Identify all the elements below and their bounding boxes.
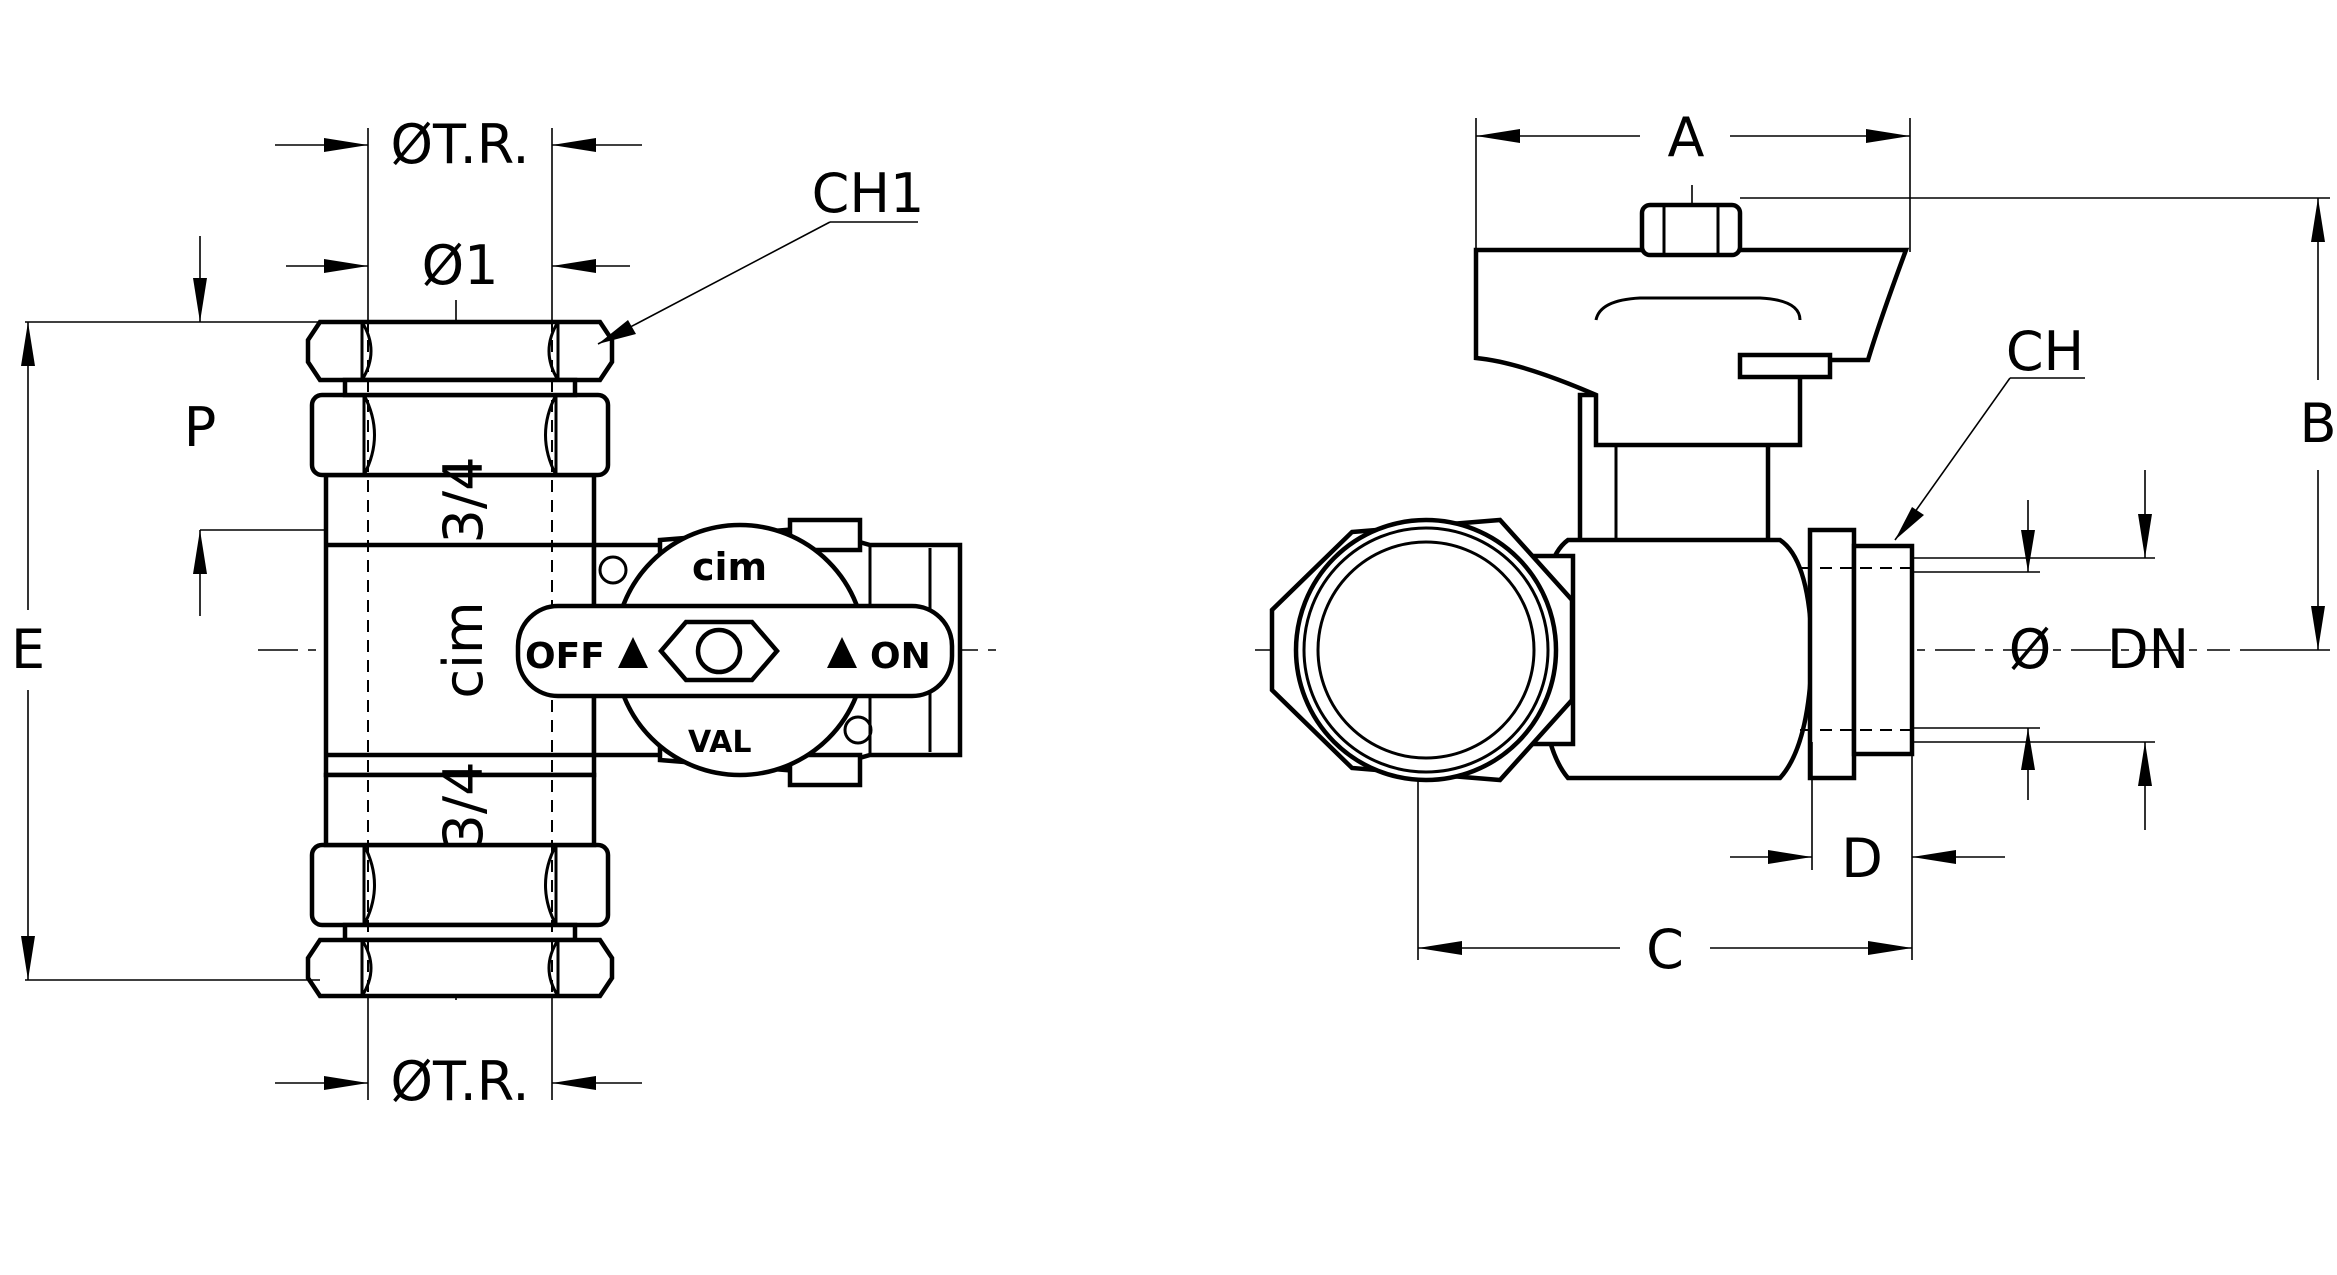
dim-p: P	[184, 396, 217, 459]
dim-o1: Ø1	[422, 234, 499, 297]
dim-dn: DN	[2107, 618, 2189, 681]
dim-a: A	[1668, 106, 1705, 169]
dim-e: E	[11, 618, 45, 681]
dim-tr-bottom: ØT.R.	[390, 1050, 529, 1113]
thread-size-bottom: 3/4	[432, 762, 495, 849]
dim-dia: Ø	[2009, 618, 2052, 681]
thread-size-top: 3/4	[432, 457, 495, 544]
dim-d: D	[1841, 827, 1883, 890]
handle-on-label: ON	[870, 636, 931, 677]
body-logo: cim	[432, 601, 495, 698]
dim-ch: CH	[2006, 320, 2084, 383]
dial-top-label: cim	[692, 545, 767, 589]
side-view: A B CH Ø DN D	[1255, 106, 2337, 981]
dim-ch1: CH1	[812, 162, 925, 225]
dim-tr-top: ØT.R.	[390, 113, 529, 176]
dim-c: C	[1646, 918, 1684, 981]
dial-bottom-label: VAL	[688, 725, 752, 760]
front-view: OFF ON cim VAL cim 3/4 3/4 ØT.R. Ø1 CH1	[11, 113, 1000, 1113]
handle-off-label: OFF	[525, 636, 605, 677]
dim-b: B	[2299, 392, 2336, 455]
